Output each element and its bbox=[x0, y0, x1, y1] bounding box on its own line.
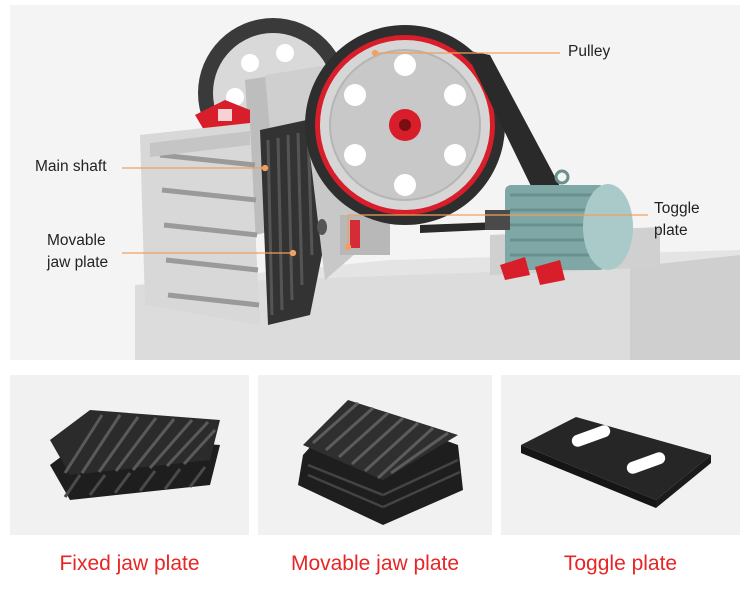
callout-pulley: Pulley bbox=[568, 43, 611, 60]
callout-toggle-line1: Toggle bbox=[654, 200, 700, 217]
callout-toggle-line2: plate bbox=[654, 222, 688, 239]
card-movable-jaw-plate: Movable jaw plate bbox=[258, 375, 492, 593]
toggle-plate-image bbox=[521, 417, 711, 508]
movable-jaw-plate-image bbox=[298, 400, 463, 525]
card-fixed-jaw-plate: Fixed jaw plate bbox=[10, 375, 249, 593]
crusher-illustration bbox=[122, 18, 740, 360]
card-label-fixed-jaw-plate: Fixed jaw plate bbox=[10, 535, 249, 593]
card-label-movable-jaw-plate: Movable jaw plate bbox=[258, 535, 492, 593]
fixed-jaw-plate-image bbox=[50, 410, 220, 500]
callout-toggle-plate: Toggle plate bbox=[654, 198, 700, 242]
card-label-toggle-plate: Toggle plate bbox=[501, 535, 740, 593]
card-toggle-plate: Toggle plate bbox=[501, 375, 740, 593]
callout-main-shaft: Main shaft bbox=[35, 158, 107, 175]
motor-graphic bbox=[485, 169, 633, 285]
callout-movable-line1: Movable bbox=[47, 232, 106, 249]
crusher-diagram bbox=[10, 5, 740, 360]
pulley-graphic bbox=[305, 25, 505, 225]
drive-belt bbox=[465, 50, 570, 215]
callout-movable-jaw-plate: Movable jaw plate bbox=[47, 230, 108, 274]
callout-movable-line2: jaw plate bbox=[47, 254, 109, 271]
